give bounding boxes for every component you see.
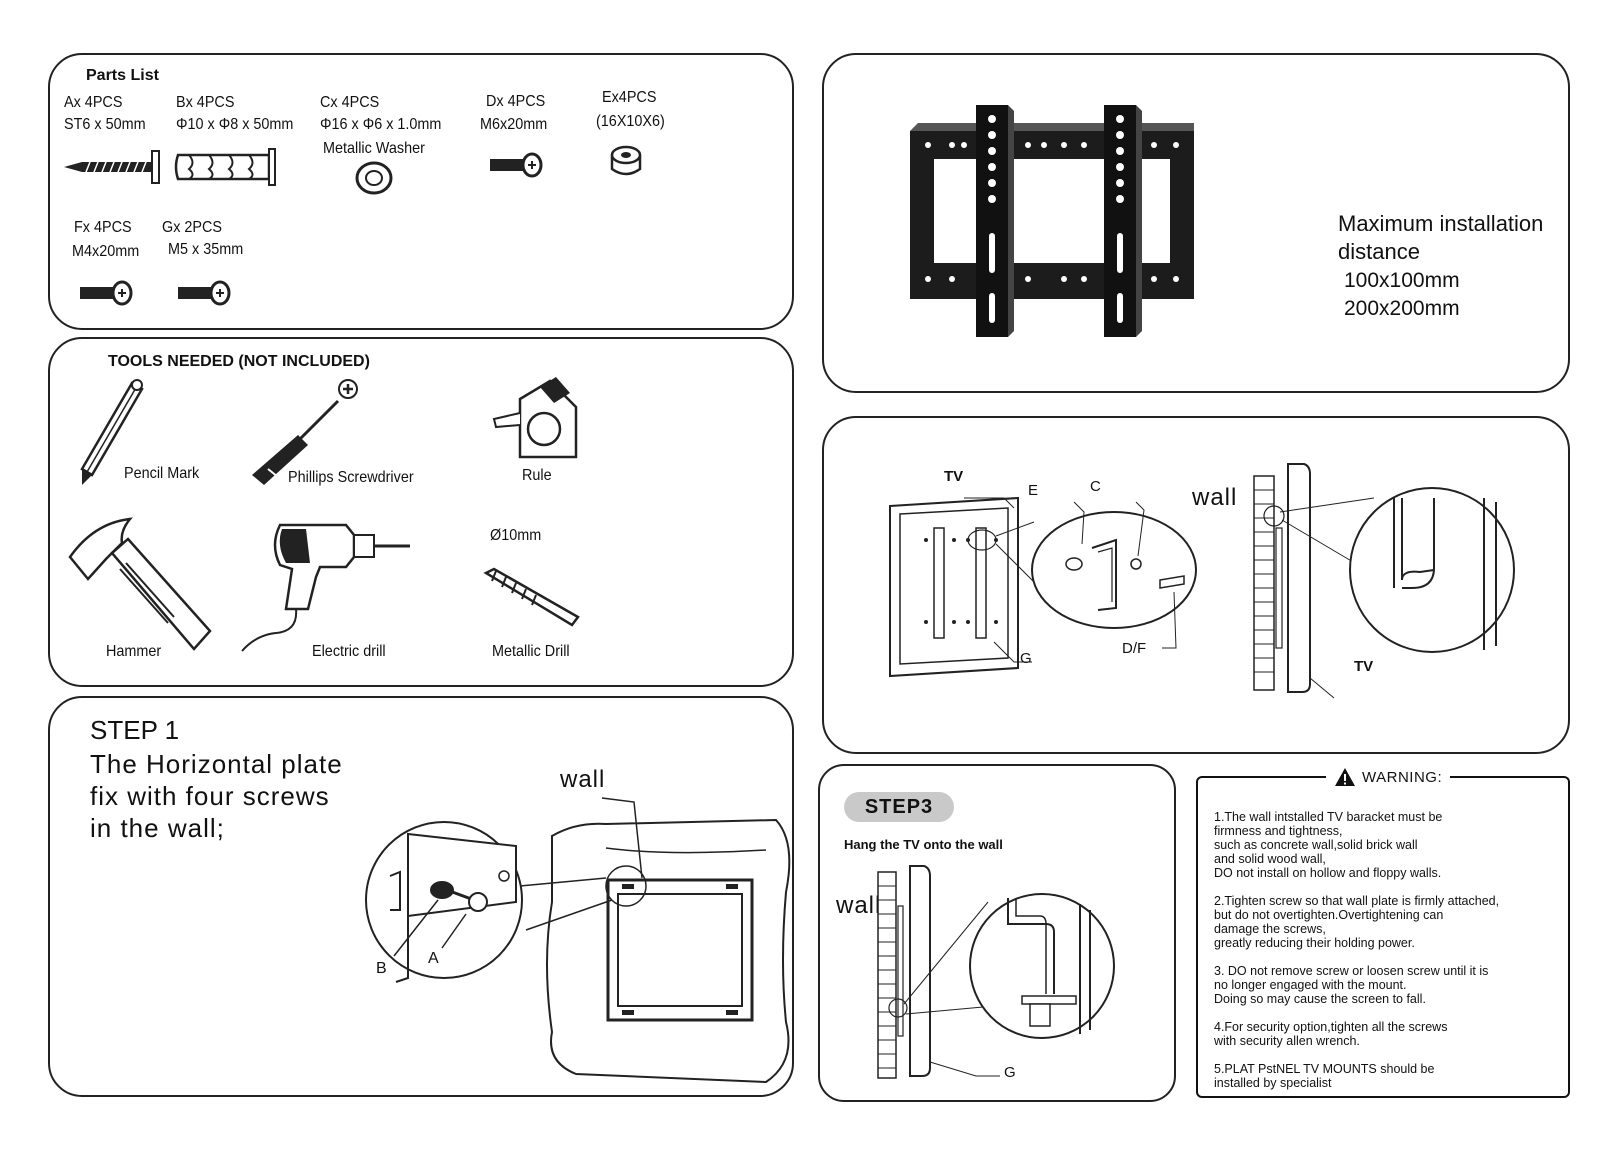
- step2-tv-side-label: TV: [1354, 658, 1374, 675]
- warning-item: 2.Tighten screw so that wall plate is fi…: [1214, 894, 1499, 950]
- max-distance-title-1: Maximum installation: [1338, 211, 1544, 236]
- wall-plug-b-icon: [174, 148, 276, 186]
- step2-label-df: D/F: [1122, 640, 1147, 657]
- warning-text-line: such as concrete wall,solid brick wall: [1214, 838, 1418, 852]
- warning-title: WARNING:: [1326, 764, 1451, 790]
- pencil-icon: [80, 379, 144, 485]
- hammer-label: Hammer: [106, 643, 162, 660]
- step1-line-2: fix with four screws: [90, 781, 330, 811]
- tools-panel: TOOLS NEEDED (NOT INCLUDED) Pencil Mark …: [48, 337, 794, 687]
- screwdriver-icon: [252, 379, 358, 485]
- max-distance-title-2: distance: [1338, 239, 1420, 264]
- tape-measure-icon: [492, 377, 578, 459]
- part-c-label: Cx 4PCS: [320, 94, 380, 111]
- step1-panel: STEP 1 The Horizontal plate fix with fou…: [48, 696, 794, 1097]
- washer-c-icon: [355, 161, 393, 195]
- warning-text-line: and solid wood wall,: [1214, 852, 1326, 866]
- warning-title-text: WARNING:: [1362, 768, 1443, 786]
- electric-drill-label: Electric drill: [312, 643, 386, 660]
- wall-bracket-image: [910, 105, 1194, 337]
- step3-wall-label: wall: [836, 892, 882, 919]
- step3-caption: Hang the TV onto the wall: [844, 837, 1003, 852]
- step3-label-g: G: [1004, 1064, 1016, 1081]
- step1-label-b: B: [376, 960, 387, 977]
- warning-icon: [1335, 768, 1355, 786]
- warning-box: WARNING: 1.The wall intstalled TV barack…: [1196, 764, 1570, 1098]
- step3-badge: STEP3: [844, 792, 954, 822]
- warning-text-line: damage the screws,: [1214, 922, 1326, 936]
- spacer-e-icon: [610, 145, 642, 176]
- tools-title: TOOLS NEEDED (NOT INCLUDED): [108, 353, 370, 370]
- wall-side-diagram: [1253, 463, 1515, 699]
- part-a-label: Ax 4PCS: [64, 94, 123, 111]
- part-g-spec: M5 x 35mm: [168, 241, 244, 258]
- warning-text-line: 4.For security option,tighten all the sc…: [1214, 1020, 1448, 1034]
- step2-tv-label: TV: [944, 468, 964, 485]
- step1-heading: STEP 1: [90, 715, 180, 745]
- step1-line-3: in the wall;: [90, 813, 225, 843]
- part-a-spec: ST6 x 50mm: [64, 116, 146, 133]
- warning-text-line: 1.The wall intstalled TV baracket must b…: [1214, 810, 1443, 824]
- drill-bit-size: Ø10mm: [490, 527, 542, 544]
- warning-text-line: no longer engaged with the mount.: [1214, 978, 1407, 992]
- warning-text-line: 5.PLAT PstNEL TV MOUNTS should be: [1214, 1062, 1435, 1076]
- step2-label-g: G: [1020, 650, 1032, 667]
- warning-text-line: greatly reducing their holding power.: [1214, 936, 1415, 950]
- part-c-note: Metallic Washer: [323, 140, 425, 157]
- bolt-f-icon: [80, 280, 133, 306]
- warning-item: 4.For security option,tighten all the sc…: [1214, 1020, 1499, 1048]
- bracket-panel: Maximum installation distance 100x100mm …: [822, 53, 1570, 393]
- hammer-icon: [68, 517, 212, 651]
- part-e-spec: (16X10X6): [596, 113, 665, 130]
- step1-label-a: A: [428, 950, 439, 967]
- part-f-spec: M4x20mm: [72, 243, 140, 260]
- part-c-spec: Φ16 x Φ6 x 1.0mm: [320, 116, 442, 133]
- part-d-label: Dx 4PCS: [486, 93, 546, 110]
- metallic-drill-bit-icon: [483, 567, 580, 627]
- step2-wall-label: wall: [1192, 484, 1238, 511]
- screwdriver-label: Phillips Screwdriver: [288, 469, 414, 486]
- warning-item: 1.The wall intstalled TV baracket must b…: [1214, 810, 1499, 880]
- max-distance-size-2: 200x200mm: [1344, 297, 1460, 320]
- metallic-drill-label: Metallic Drill: [492, 643, 570, 660]
- warning-text-line: DO not install on hollow and floppy wall…: [1214, 866, 1442, 880]
- step1-wall-label: wall: [560, 766, 606, 793]
- warning-text-line: firmness and tightness,: [1214, 824, 1343, 838]
- part-b-spec: Φ10 x Φ8 x 50mm: [176, 116, 294, 133]
- warning-item: 3. DO not remove screw or loosen screw u…: [1214, 964, 1499, 1006]
- warning-item: 5.PLAT PstNEL TV MOUNTS should be instal…: [1214, 1062, 1499, 1090]
- bolt-d-icon: [490, 152, 543, 178]
- warning-text-line: Doing so may cause the screen to fall.: [1214, 992, 1426, 1006]
- part-g-label: Gx 2PCS: [162, 219, 223, 236]
- pencil-label: Pencil Mark: [124, 465, 200, 482]
- electric-drill-icon: [241, 523, 410, 652]
- bolt-g-icon: [178, 280, 231, 306]
- warning-text-line: with security allen wrench.: [1214, 1034, 1360, 1048]
- step3-panel: STEP3 Hang the TV onto the wall wall G: [818, 764, 1176, 1102]
- warning-text-line: installed by specialist: [1214, 1076, 1332, 1090]
- parts-list-title: Parts List: [86, 67, 159, 84]
- part-e-label: Ex4PCS: [602, 89, 657, 106]
- warning-text-line: 3. DO not remove screw or loosen screw u…: [1214, 964, 1489, 978]
- part-d-spec: M6x20mm: [480, 116, 548, 133]
- tv-back-diagram: [889, 496, 1197, 678]
- parts-list-panel: Parts List Ax 4PCS ST6 x 50mm Bx 4PCS Φ1…: [48, 53, 794, 330]
- screw-a-icon: [64, 150, 160, 184]
- warning-list: 1.The wall intstalled TV baracket must b…: [1214, 810, 1499, 1090]
- warning-text-line: but do not overtighten.Overtightening ca…: [1214, 908, 1444, 922]
- step1-line-1: The Horizontal plate: [90, 749, 343, 779]
- warning-text-line: 2.Tighten screw so that wall plate is fi…: [1214, 894, 1500, 908]
- max-distance-size-1: 100x100mm: [1344, 269, 1460, 292]
- step3-diagram: [877, 865, 1115, 1079]
- step2-panel: TV E C D/F G wall TV: [822, 416, 1570, 754]
- rule-label: Rule: [522, 467, 552, 484]
- step2-label-c: C: [1090, 478, 1101, 495]
- part-b-label: Bx 4PCS: [176, 94, 235, 111]
- part-f-label: Fx 4PCS: [74, 219, 132, 236]
- step2-label-e: E: [1028, 482, 1039, 499]
- step1-diagram: [365, 797, 791, 1084]
